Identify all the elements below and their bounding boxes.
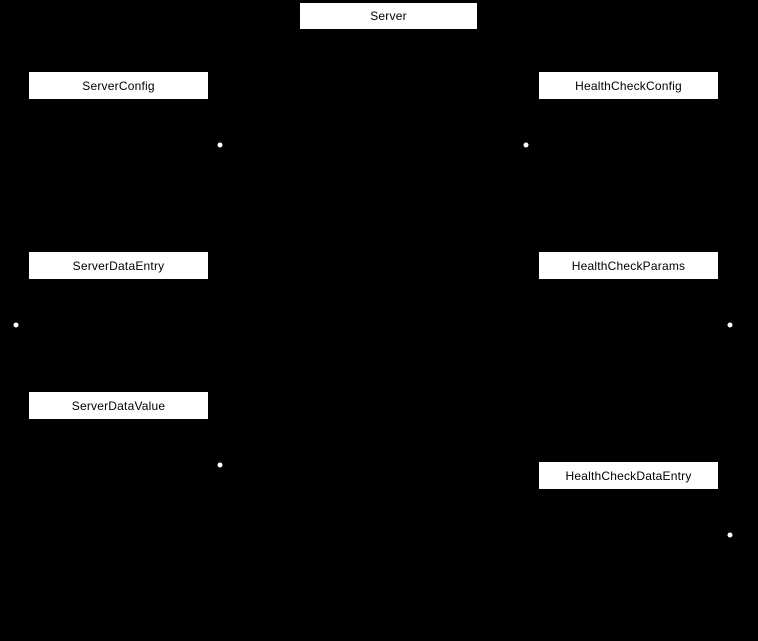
node-server-config-label: ServerConfig — [82, 78, 155, 93]
node-health-check-params: HealthCheckParams — [539, 252, 718, 279]
node-health-check-config-label: HealthCheckConfig — [575, 78, 682, 93]
node-health-check-data-entry-label: HealthCheckDataEntry — [565, 468, 692, 483]
connector-dot — [727, 322, 733, 328]
node-health-check-data-entry: HealthCheckDataEntry — [539, 462, 718, 489]
node-server-data-entry: ServerDataEntry — [29, 252, 208, 279]
connector-dot — [217, 462, 223, 468]
connector-dot — [727, 532, 733, 538]
node-health-check-config: HealthCheckConfig — [539, 72, 718, 99]
node-server-data-value-label: ServerDataValue — [71, 398, 166, 413]
connector-dot — [13, 322, 19, 328]
connector-dot — [217, 142, 223, 148]
node-server-label: Server — [370, 9, 407, 23]
connector-dot — [523, 142, 529, 148]
node-server-data-value: ServerDataValue — [29, 392, 208, 419]
node-server-config: ServerConfig — [29, 72, 208, 99]
node-server: Server — [300, 3, 477, 29]
node-health-check-params-label: HealthCheckParams — [571, 258, 686, 273]
node-server-data-entry-label: ServerDataEntry — [72, 258, 165, 273]
